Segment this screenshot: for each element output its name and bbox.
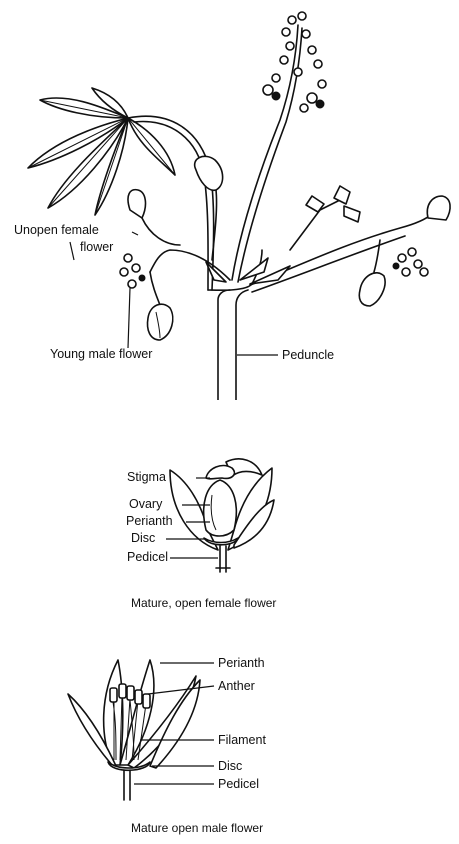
label-pedicel-male: Pedicel <box>218 778 259 791</box>
label-perianth-male: Perianth <box>218 657 265 670</box>
label-filament: Filament <box>218 734 266 747</box>
label-anther: Anther <box>218 680 255 693</box>
male-pedicel <box>124 770 130 800</box>
label-disc-male: Disc <box>218 760 242 773</box>
leader-anther <box>148 686 214 694</box>
caption-male-flower: Mature open male flower <box>131 822 263 834</box>
